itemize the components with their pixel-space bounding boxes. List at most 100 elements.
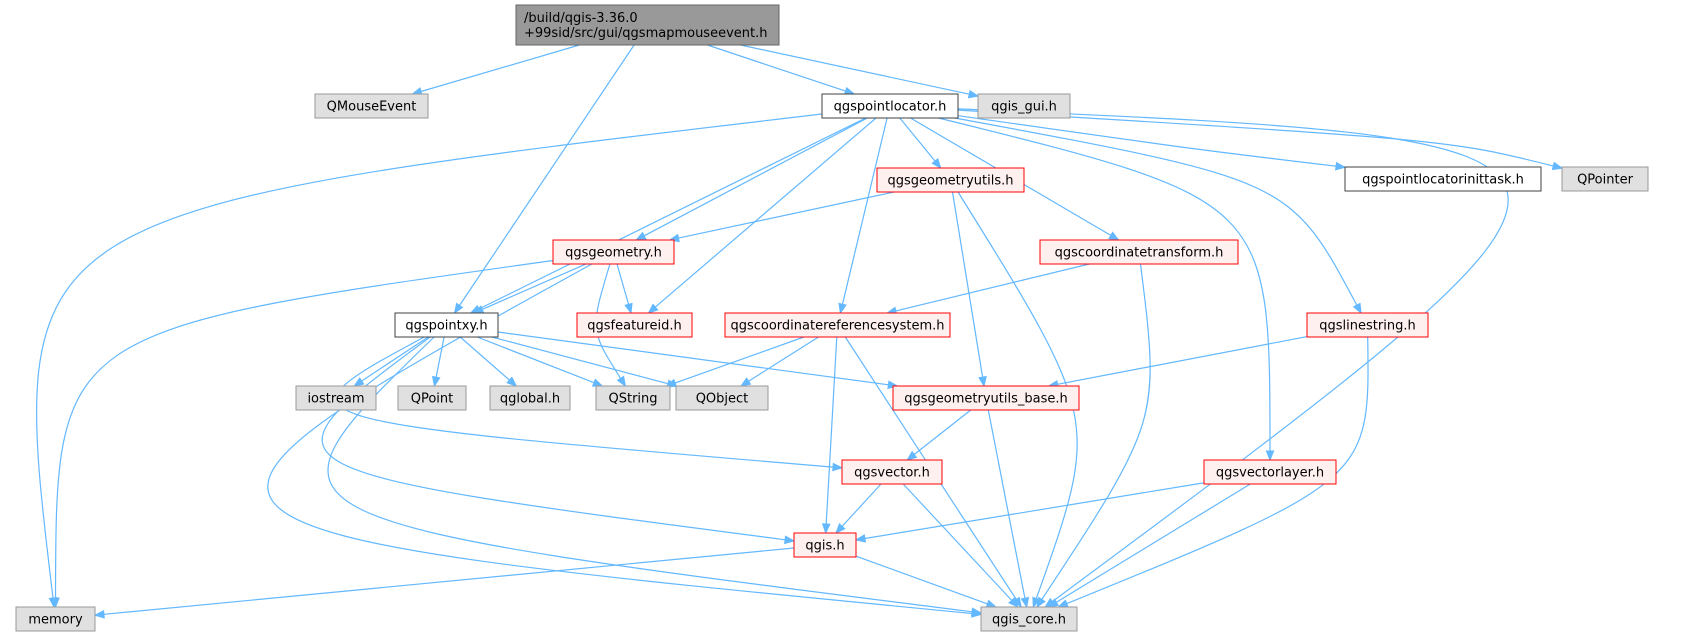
edge-line <box>336 336 834 468</box>
node-box[interactable] <box>977 93 1071 119</box>
node-memory[interactable]: memory <box>15 606 96 632</box>
edge-qgspointxy-to-qobject <box>491 336 678 388</box>
node-label: qgslinestring.h <box>1319 319 1415 334</box>
node-qgscoordinatetransform[interactable]: qgscoordinatetransform.h <box>1039 239 1239 265</box>
edge-line <box>1041 263 1151 600</box>
edge-arrowhead <box>1036 596 1046 609</box>
edge-arrowhead <box>854 534 867 543</box>
edge-line <box>913 409 972 455</box>
node-box[interactable] <box>1306 312 1429 338</box>
edge-arrowhead <box>1020 596 1030 609</box>
edge-qgsgeometry-to-qgspointxy <box>472 263 587 314</box>
node-box[interactable] <box>515 4 780 46</box>
edge-line <box>951 191 984 378</box>
node-box[interactable] <box>724 312 951 338</box>
node-root[interactable]: /build/qgis-3.36.0+99sid/src/gui/qgsmapm… <box>515 4 780 46</box>
node-box[interactable] <box>1203 459 1337 485</box>
node-box[interactable] <box>980 606 1078 632</box>
edge-qgspointxy-to-qgsvector <box>336 336 844 472</box>
node-label: qgspointxy.h <box>405 319 487 334</box>
node-box[interactable] <box>675 385 769 411</box>
edge-arrowhead <box>665 378 678 387</box>
node-box[interactable] <box>821 93 959 119</box>
edge-qgsgeometryutils-to-qgsgeometryutilsbase <box>951 191 987 388</box>
node-qgspointxy[interactable]: qgspointxy.h <box>394 312 499 338</box>
node-qgsfeatureid[interactable]: qgsfeatureid.h <box>576 312 693 338</box>
node-qgscoordinatereferencesystem[interactable]: qgscoordinatereferencesystem.h <box>724 312 951 338</box>
edge-qgspointxy-to-qglobal <box>459 336 518 387</box>
node-label: qgspointlocatorinittask.h <box>1362 173 1524 188</box>
node-box[interactable] <box>314 93 429 119</box>
node-box[interactable] <box>793 532 857 558</box>
node-box[interactable] <box>595 385 671 411</box>
edge-line <box>957 108 1509 603</box>
edge-root-to-qgspointlocator <box>707 44 856 96</box>
node-box[interactable] <box>576 312 693 338</box>
node-label: QPoint <box>411 392 454 407</box>
edge-line <box>1057 336 1308 385</box>
edge-line <box>459 44 635 306</box>
node-qpoint[interactable]: QPoint <box>397 385 467 411</box>
node-qgslinestring[interactable]: qgslinestring.h <box>1306 312 1429 338</box>
node-qglobal[interactable]: qglobal.h <box>489 385 571 411</box>
node-box[interactable] <box>1039 239 1239 265</box>
node-label: +99sid/src/gui/qgsmapmouseevent.h <box>524 26 767 41</box>
node-label: qgsgeometry.h <box>565 246 662 261</box>
node-box[interactable] <box>841 459 943 485</box>
node-label: qgis.h <box>805 539 844 554</box>
edge-line <box>707 44 846 92</box>
node-qgsvectorlayer[interactable]: qgsvectorlayer.h <box>1203 459 1337 485</box>
node-box[interactable] <box>892 385 1080 411</box>
edge-arrowhead <box>985 599 998 608</box>
edge-arrowhead <box>821 523 831 535</box>
edge-line <box>497 331 889 386</box>
edge-qgspointxy-to-qgis <box>321 336 796 545</box>
edge-line <box>954 117 1358 306</box>
edge-qgsvector-to-qgiscore <box>902 483 1019 608</box>
node-box[interactable] <box>394 312 499 338</box>
node-qstring[interactable]: QString <box>595 385 671 411</box>
edge-line <box>899 117 936 162</box>
node-qgsgeometryutils[interactable]: qgsgeometryutils.h <box>876 167 1025 193</box>
node-label: qgscoordinatetransform.h <box>1055 246 1224 261</box>
node-box[interactable] <box>876 167 1025 193</box>
edge-line <box>435 336 445 378</box>
edge-line <box>841 483 882 527</box>
node-qobject[interactable]: QObject <box>675 385 769 411</box>
node-qmouseevent[interactable]: QMouseEvent <box>314 93 429 119</box>
node-label: qglobal.h <box>500 392 560 407</box>
node-iostream[interactable]: iostream <box>295 385 377 411</box>
edge-line <box>740 44 970 95</box>
node-qgspointlocator[interactable]: qgspointlocator.h <box>821 93 959 119</box>
edge-qgspointlocator-to-qgsgeometryutils <box>899 117 942 170</box>
node-qgis[interactable]: qgis.h <box>793 532 857 558</box>
node-box[interactable] <box>1344 166 1542 192</box>
node-qpointer[interactable]: QPointer <box>1561 166 1649 192</box>
edge-qgscoordinatereferencesystem-to-qobject <box>739 336 819 387</box>
edge-arrowhead <box>353 377 365 387</box>
node-qgiscore[interactable]: qgis_core.h <box>980 606 1078 632</box>
node-box[interactable] <box>397 385 467 411</box>
node-box[interactable] <box>295 385 377 411</box>
edge-qgspointlocator-to-qgslinestring <box>954 117 1362 315</box>
edge-arrowhead <box>431 375 441 388</box>
node-qgsvector[interactable]: qgsvector.h <box>841 459 943 485</box>
edge-arrowhead <box>624 302 633 315</box>
edge-qgsgeometryutilsbase-to-qgsvector <box>906 409 972 461</box>
edge-qgslinestring-to-qgsgeometryutilsbase <box>1047 336 1308 389</box>
edge-arrowhead <box>1012 596 1022 609</box>
edge-qgscoordinatereferencesystem-to-qstring <box>665 336 805 387</box>
edge-arrowhead <box>931 157 942 170</box>
node-box[interactable] <box>1561 166 1649 192</box>
node-box[interactable] <box>489 385 571 411</box>
node-label: qgsvectorlayer.h <box>1216 466 1324 481</box>
node-box[interactable] <box>552 239 675 265</box>
edge-qgspointlocator-to-qgspointxy <box>469 117 866 314</box>
node-box[interactable] <box>15 606 96 632</box>
node-qgsgeometry[interactable]: qgsgeometry.h <box>552 239 675 265</box>
node-qgsgeometryutilsbase[interactable]: qgsgeometryutils_base.h <box>892 385 1080 411</box>
node-qgspointlocatorinittask[interactable]: qgspointlocatorinittask.h <box>1344 166 1542 192</box>
node-qgisgui[interactable]: qgis_gui.h <box>977 93 1071 119</box>
node-layer: /build/qgis-3.36.0+99sid/src/gui/qgsmapm… <box>15 4 1649 632</box>
edge-line <box>1056 483 1251 603</box>
